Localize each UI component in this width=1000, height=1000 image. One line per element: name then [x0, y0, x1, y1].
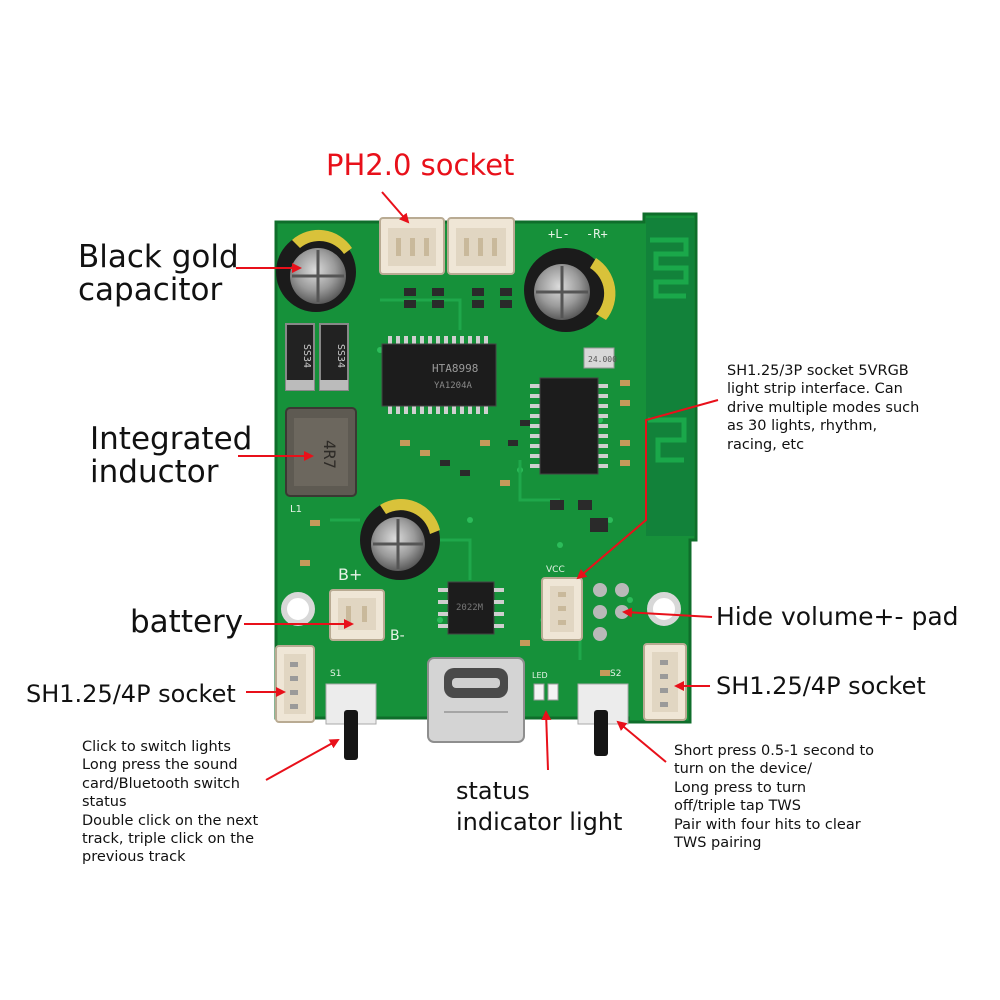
inductor: 4R7 L1	[285, 407, 357, 515]
r-plus-marking: -R+	[586, 227, 608, 241]
capacitor-middle	[360, 499, 440, 580]
arrow-ph-socket	[381, 191, 410, 224]
status-leds: LED	[532, 671, 559, 701]
inductor-marking: 4R7	[320, 440, 339, 469]
diode-ss34-left: SS34	[285, 323, 315, 391]
capacitor-label: Black gold capacitor	[78, 239, 239, 308]
diode-2-marking: SS34	[335, 344, 346, 368]
bluetooth-chip	[530, 377, 608, 475]
l-plus-marking: +L-	[548, 227, 570, 241]
diode-1-marking: SS34	[301, 344, 312, 368]
b-plus-marking: B+	[338, 565, 362, 584]
capacitor-top-left	[276, 229, 356, 312]
right-button: S2	[577, 669, 629, 756]
b-minus-marking: B-	[390, 628, 405, 644]
ph-socket-label: PH2.0 socket	[326, 148, 515, 182]
amp-chip-marking: HTA8998	[432, 362, 478, 375]
sh-4p-left-label: SH1.25/4P socket	[26, 680, 236, 708]
ph2-socket-right	[447, 217, 515, 275]
rgb-socket: VCC	[541, 565, 583, 641]
usb-chip-marking: 2022M	[456, 603, 484, 613]
right-button-description: Short press 0.5-1 second to turn on the …	[674, 743, 875, 852]
arrow-rgb-socket	[576, 399, 719, 580]
amp-chip-sub-marking: YA1204A	[434, 381, 473, 391]
led-marking: LED	[532, 671, 548, 680]
status-indicator-label: status indicator light	[456, 777, 623, 837]
sh-4p-socket-right	[643, 643, 687, 721]
smd-components	[404, 288, 608, 532]
arrow-left-button	[265, 739, 340, 781]
arrow-status-light	[541, 710, 552, 771]
mounting-hole-left	[281, 592, 315, 626]
rgb-socket-description: SH1.25/3P socket 5VRGB light strip inter…	[727, 363, 920, 453]
arrow-volume-pad	[622, 607, 713, 618]
battery-label: battery	[130, 604, 244, 640]
annotation-arrows	[236, 191, 719, 781]
left-button: S1	[325, 669, 377, 760]
mounting-hole-right	[647, 592, 681, 626]
ph2-socket-left	[379, 217, 445, 275]
arrow-right-button	[616, 720, 667, 763]
capacitor-top-right	[524, 248, 616, 332]
left-button-description: Click to switch lights Long press the so…	[82, 739, 259, 866]
s2-marking: S2	[610, 669, 621, 679]
sh-4p-right-label: SH1.25/4P socket	[716, 672, 926, 700]
sh-4p-socket-left	[275, 645, 315, 723]
crystal: 24.000	[583, 347, 617, 369]
crystal-marking: 24.000	[588, 355, 617, 364]
inductor-label: Integrated inductor	[90, 421, 253, 490]
hide-volume-pad-label: Hide volume+- pad	[716, 602, 959, 631]
amplifier-chip: HTA8998 YA1204A	[381, 336, 497, 414]
battery-socket: B+ B-	[329, 565, 405, 644]
usb-c-port	[427, 657, 525, 743]
diode-ss34-right: SS34	[319, 323, 349, 391]
l1-marking: L1	[290, 504, 302, 515]
vcc-marking: VCC	[546, 565, 565, 575]
s1-marking: S1	[330, 669, 341, 679]
usb-chip: 2022M	[438, 581, 504, 635]
